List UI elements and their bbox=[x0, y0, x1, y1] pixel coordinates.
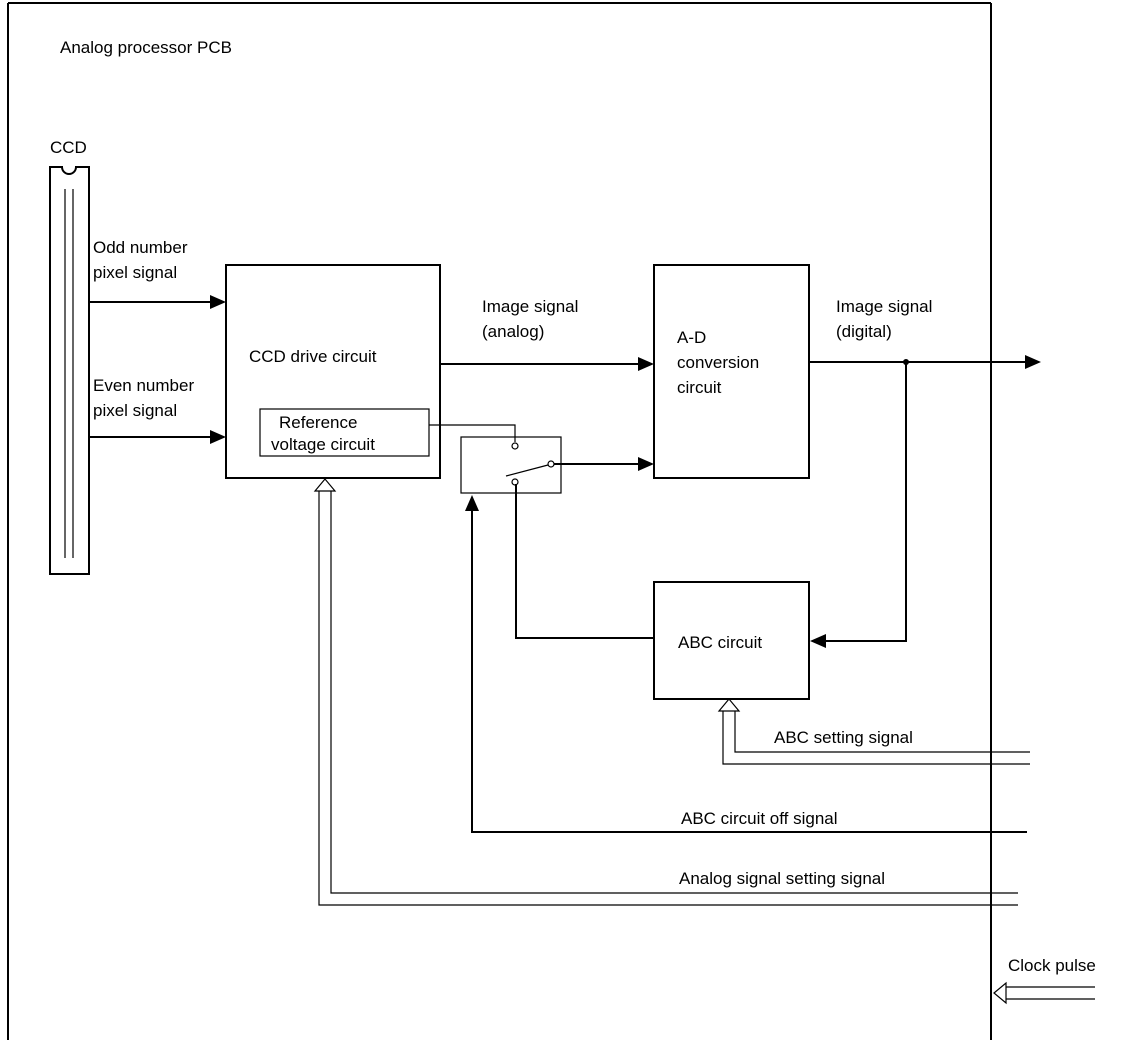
abc-setting-signal-label: ABC setting signal bbox=[774, 728, 913, 747]
odd-pixel-signal-arrow bbox=[89, 295, 226, 309]
even-pixel-signal-arrow bbox=[89, 430, 226, 444]
abc-circuit-label: ABC circuit bbox=[678, 633, 762, 652]
ad-conversion-line2: conversion bbox=[677, 353, 759, 372]
ad-conversion-line1: A-D bbox=[677, 328, 706, 347]
ad-conversion-circuit-block bbox=[653, 264, 810, 479]
reference-voltage-circuit-label: Reference voltage circuit bbox=[271, 413, 375, 454]
image-signal-digital-arrow bbox=[809, 355, 1041, 369]
image-signal-digital-line2: (digital) bbox=[836, 322, 892, 341]
reference-voltage-circuit-block bbox=[259, 408, 430, 457]
analog-signal-setting-signal-label: Analog signal setting signal bbox=[679, 869, 885, 888]
image-signal-analog-line1: Image signal bbox=[482, 297, 578, 316]
odd-pixel-signal-label: Odd number pixel signal bbox=[93, 238, 192, 282]
image-signal-analog-label: Image signal (analog) bbox=[482, 297, 583, 341]
abc-to-switch-wire bbox=[515, 484, 654, 639]
switch-output-arrow bbox=[554, 457, 654, 471]
even-pixel-signal-label: Even number pixel signal bbox=[93, 376, 199, 420]
abc-setting-signal-arrow bbox=[717, 698, 1030, 765]
pcb-outline bbox=[7, 2, 992, 1040]
reference-voltage-wire bbox=[429, 424, 516, 442]
abc-circuit-off-signal-label: ABC circuit off signal bbox=[681, 809, 838, 828]
image-signal-digital-label: Image signal (digital) bbox=[836, 297, 937, 341]
image-signal-analog-line2: (analog) bbox=[482, 322, 544, 341]
even-pixel-signal-line1: Even number bbox=[93, 376, 194, 395]
odd-pixel-signal-line1: Odd number bbox=[93, 238, 188, 257]
abc-feedback-arrow bbox=[810, 362, 907, 648]
image-signal-analog-arrow bbox=[440, 357, 654, 371]
reference-voltage-line2: voltage circuit bbox=[271, 435, 375, 454]
abc-switch bbox=[460, 436, 562, 494]
ad-conversion-circuit-label: A-D conversion circuit bbox=[677, 328, 764, 397]
ccd-label: CCD bbox=[50, 138, 87, 157]
ccd-sensor bbox=[49, 166, 90, 575]
ccd-drive-circuit-label: CCD drive circuit bbox=[249, 347, 377, 366]
ccd-drive-circuit-block bbox=[225, 264, 441, 479]
even-pixel-signal-line2: pixel signal bbox=[93, 401, 177, 420]
analog-signal-setting-signal-arrow bbox=[313, 478, 1018, 906]
abc-circuit-block bbox=[653, 581, 810, 700]
clock-pulse-label: Clock pulse bbox=[1008, 956, 1096, 975]
reference-voltage-line1: Reference bbox=[279, 413, 357, 432]
odd-pixel-signal-line2: pixel signal bbox=[93, 263, 177, 282]
abc-circuit-off-signal-arrow bbox=[465, 495, 1027, 833]
ad-conversion-line3: circuit bbox=[677, 378, 722, 397]
clock-pulse-arrow bbox=[993, 981, 1095, 1005]
pcb-label: Analog processor PCB bbox=[60, 38, 232, 57]
image-signal-digital-line1: Image signal bbox=[836, 297, 932, 316]
